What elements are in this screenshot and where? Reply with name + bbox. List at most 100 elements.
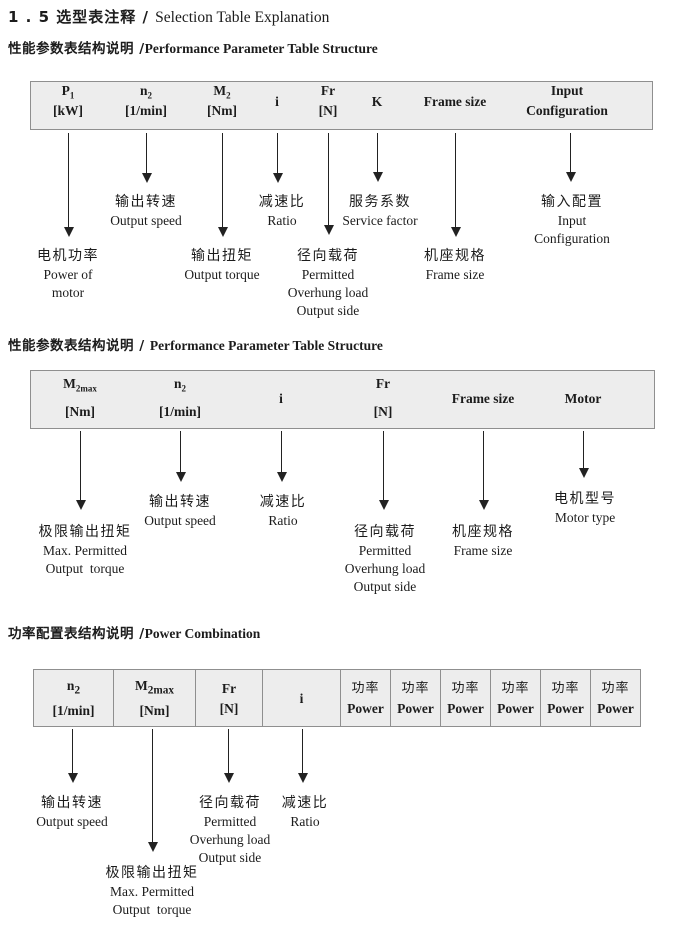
label-line: Permitted — [301, 267, 355, 282]
page-title: 1 . 5 选型表注释 / Selection Table Explanatio… — [8, 6, 329, 27]
callout-service-factor: 服务系数 Service factor — [342, 193, 417, 230]
label-line: 输入配置 — [541, 194, 603, 210]
down-arrow — [218, 133, 228, 237]
label-line: Power of — [43, 267, 93, 282]
callout-overhung-load: 径向载荷 Permitted Overhung load Output side — [190, 794, 271, 867]
callout-ratio: 减速比 Ratio — [282, 794, 329, 831]
label-line: Permitted — [203, 814, 257, 829]
performance-table-header-1 — [30, 81, 653, 130]
label-line: 输出转速 — [115, 194, 177, 210]
down-arrow — [379, 431, 389, 510]
section3-heading: 功率配置表结构说明 /Power Combination — [8, 622, 260, 642]
column-k: K — [371, 94, 383, 109]
label-line: 径向载荷 — [296, 248, 359, 264]
callout-max-output-torque: 极限输出扭矩 Max. Permitted Output torque — [106, 864, 199, 919]
cell-power: 功率 Power — [491, 670, 541, 726]
label-line: Frame size — [453, 543, 513, 558]
label-line: 径向载荷 — [198, 795, 261, 811]
callout-frame-size: 机座规格 Frame size — [452, 523, 514, 560]
label-line: Output torque — [45, 561, 125, 576]
label-line: Output speed — [36, 814, 108, 829]
label-line: motor — [51, 285, 85, 300]
label-line: 减速比 — [258, 194, 306, 210]
down-arrow — [68, 729, 78, 783]
label-line: 电机型号 — [554, 491, 616, 507]
label-line: 径向载荷 — [353, 524, 416, 540]
label-line: Max. Permitted — [43, 543, 127, 558]
label-line: Overhung load — [344, 561, 426, 576]
column-m2max: M2max [Nm] — [63, 376, 97, 419]
column-frame-size: Frame size — [423, 94, 487, 109]
cell-i: i — [263, 670, 341, 726]
down-arrow — [324, 133, 334, 235]
label-line: Ratio — [267, 213, 297, 228]
label-line: 极限输出扭矩 — [105, 865, 199, 881]
cell-power: 功率 Power — [391, 670, 441, 726]
section2-heading-zh: 性能参数表结构说明 / — [8, 338, 150, 354]
label-line: Permitted — [358, 543, 412, 558]
down-arrow — [76, 431, 86, 510]
column-motor: Motor — [564, 391, 602, 406]
cell-m2max: M2max [Nm] — [114, 670, 196, 726]
label-line: 极限输出扭矩 — [38, 524, 132, 540]
down-arrow — [479, 431, 489, 510]
label-line: Output side — [353, 579, 417, 594]
label-line: 减速比 — [281, 795, 329, 811]
column-n2: n2 [1/min] — [125, 83, 167, 118]
down-arrow — [273, 133, 283, 183]
column-i: i — [275, 94, 279, 109]
label-line: Output torque — [184, 267, 260, 282]
section2-heading-en: Performance Parameter Table Structure — [149, 338, 383, 353]
label-line: 减速比 — [259, 494, 307, 510]
callout-overhung-load: 径向载荷 Permitted Overhung load Output side — [288, 247, 369, 320]
label-line: Configuration — [534, 231, 610, 246]
down-arrow — [451, 133, 461, 237]
callout-output-speed: 输出转速 Output speed — [110, 193, 182, 230]
label-line: Max. Permitted — [110, 884, 194, 899]
label-line: 输出转速 — [41, 795, 103, 811]
label-line: 机座规格 — [452, 524, 514, 540]
column-input-configuration: Input Configuration — [526, 83, 608, 118]
label-line: Output speed — [144, 513, 216, 528]
down-arrow — [566, 133, 576, 182]
label-line: Motor type — [554, 510, 616, 525]
callout-ratio: 减速比 Ratio — [260, 493, 307, 530]
label-line: Ratio — [290, 814, 320, 829]
down-arrow — [176, 431, 186, 482]
down-arrow — [579, 431, 589, 478]
page-title-zh: 1 . 5 选型表注释 / — [8, 8, 156, 26]
column-p1: P1 [kW] — [53, 84, 83, 118]
column-m2: M2 [Nm] — [207, 83, 237, 118]
label-line: Overhung load — [189, 832, 271, 847]
callout-frame-size: 机座规格 Frame size — [424, 247, 486, 284]
down-arrow — [142, 133, 152, 183]
cell-power: 功率 Power — [597, 680, 634, 716]
callout-output-speed: 输出转速 Output speed — [36, 794, 108, 831]
section2-heading: 性能参数表结构说明 / Performance Parameter Table … — [8, 334, 383, 354]
column-p1-unit: [kW] — [53, 103, 83, 118]
label-line: 输出转速 — [149, 494, 211, 510]
label-line: 电机功率 — [37, 248, 99, 264]
label-line: Service factor — [342, 213, 418, 228]
label-line: Frame size — [425, 267, 485, 282]
section1-heading-en: Performance Parameter Table Structure — [144, 41, 378, 56]
cell-power: 功率 Power — [541, 670, 591, 726]
label-line: Overhung load — [287, 285, 369, 300]
section1-heading: 性能参数表结构说明 /Performance Parameter Table S… — [8, 37, 378, 57]
label-line: Output speed — [110, 213, 182, 228]
performance-table-header-2 — [30, 370, 655, 429]
callout-overhung-load: 径向载荷 Permitted Overhung load Output side — [345, 523, 426, 596]
power-combination-table-header: n2 [1/min] M2max [Nm] Fr [N] i 功率 Power … — [33, 669, 641, 727]
section3-heading-en: Power Combination — [144, 626, 261, 641]
column-fr: Fr [N] — [318, 83, 338, 118]
callout-motor-type: 电机型号 Motor type — [554, 490, 616, 527]
cell-power: 功率 Power — [441, 670, 491, 726]
callout-output-speed: 输出转速 Output speed — [144, 493, 216, 530]
column-i: i — [279, 391, 283, 406]
column-frame-size: Frame size — [451, 391, 515, 406]
label-line: Output side — [296, 303, 360, 318]
label-line: 输出扭矩 — [191, 248, 253, 264]
callout-max-output-torque: 极限输出扭矩 Max. Permitted Output torque — [39, 523, 132, 578]
label-line: Ratio — [268, 513, 298, 528]
